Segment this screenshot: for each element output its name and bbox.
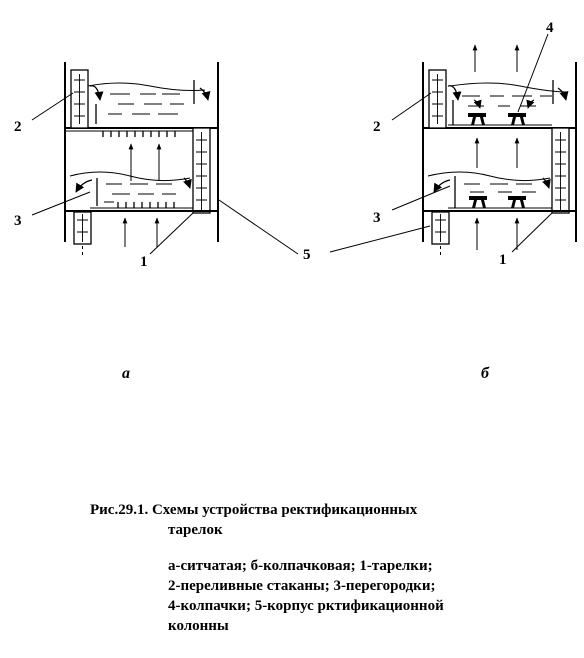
vapor-flow-arrows-bottom bbox=[122, 217, 160, 247]
figure-legend-line2: 2-переливные стаканы; 3-перегородки; bbox=[168, 578, 436, 594]
label-1-right: 1 bbox=[499, 252, 507, 268]
vapor-flow-arrows-top bbox=[472, 44, 520, 72]
bubble-caps-upper bbox=[468, 113, 526, 125]
lower-liquid-surface bbox=[69, 171, 191, 182]
figure-caption-title-line1: Рис.29.1. Схемы устройства ректификацион… bbox=[90, 502, 418, 518]
figure-caption-title-line2: тарелок bbox=[168, 522, 223, 538]
leader-4-right bbox=[517, 33, 549, 113]
leader-5-to-right-shell bbox=[329, 225, 431, 253]
label-2-left: 2 bbox=[14, 119, 22, 135]
upper-liquid-surface bbox=[87, 82, 206, 91]
bubble-caps-lower bbox=[469, 196, 526, 208]
vapor-flow-arrows-mid-right bbox=[474, 137, 520, 168]
vapor-flow-arrows-bottom-right bbox=[474, 217, 520, 250]
lower-plate-right bbox=[423, 176, 576, 212]
label-5: 5 bbox=[303, 247, 311, 263]
lower-liquid-hatching-right bbox=[464, 183, 536, 193]
figure-legend-line3: 4-колпачки; 5-корпус рктификационной bbox=[168, 598, 444, 614]
overflow-pipe-lower-right bbox=[431, 211, 450, 256]
upper-liquid-surface-right bbox=[449, 82, 569, 93]
lower-liquid-surface-right bbox=[427, 171, 551, 182]
leader-1-right bbox=[511, 212, 553, 253]
leader-5-to-left-shell bbox=[218, 199, 299, 255]
label-2-right: 2 bbox=[373, 119, 381, 135]
label-1-left: 1 bbox=[140, 254, 148, 270]
vapor-flow-arrows-mid bbox=[128, 143, 162, 181]
overflow-pipe-lower bbox=[73, 211, 92, 256]
leader-3-right bbox=[391, 185, 451, 211]
lower-liquid-hatching bbox=[104, 183, 176, 203]
label-3-right: 3 bbox=[373, 210, 381, 226]
overflow-pipe-middle-right bbox=[551, 127, 570, 214]
upper-liquid-hatching bbox=[108, 93, 184, 115]
leader-2-left bbox=[31, 92, 74, 121]
upper-plate bbox=[65, 104, 218, 137]
leader-3-left bbox=[31, 191, 91, 216]
bubble-cap-tray-scheme: 4 2 3 1 б bbox=[329, 20, 577, 382]
leader-2-right bbox=[391, 92, 432, 121]
upper-plate-right bbox=[423, 100, 576, 129]
figure-legend-line4: колонны bbox=[168, 618, 229, 634]
label-4-right: 4 bbox=[546, 20, 554, 36]
overflow-pipe-middle bbox=[192, 127, 211, 214]
sublabel-b: б bbox=[481, 365, 490, 382]
overflow-pipe-upper bbox=[70, 69, 89, 129]
overflow-pipe-upper-right bbox=[428, 69, 447, 129]
sublabel-a: а bbox=[122, 365, 130, 382]
figure-legend-line1: а-ситчатая; б-колпачковая; 1-тарелки; bbox=[168, 558, 433, 574]
leader-1-left bbox=[149, 212, 194, 255]
lower-plate bbox=[65, 178, 218, 212]
sieve-tray-scheme: 2 3 1 5 а bbox=[14, 62, 311, 382]
label-3-left: 3 bbox=[14, 213, 22, 229]
